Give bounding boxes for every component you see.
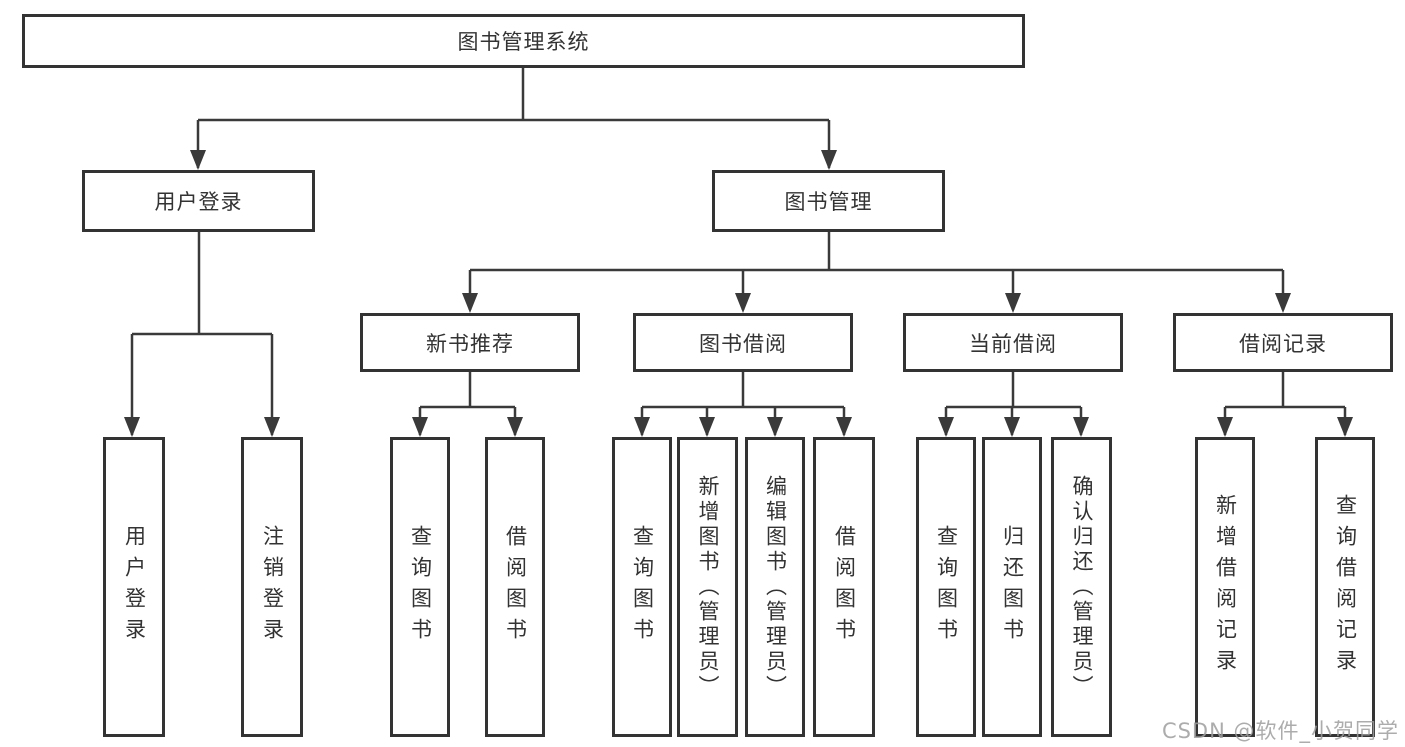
leaf-logout: 注销登录 <box>241 437 303 737</box>
arrow-down-icon <box>767 417 783 437</box>
arrow-down-icon <box>190 150 206 170</box>
leaf-query-books: 查询图书 <box>390 437 450 737</box>
leaf-borrow-books: 借阅图书 <box>485 437 545 737</box>
arrow-down-icon <box>1217 417 1233 437</box>
csdn-watermark: CSDN @软件_小贺同学 <box>1161 719 1399 743</box>
leaf-borrow-books: 借阅图书 <box>813 437 875 737</box>
node-label: 借阅记录 <box>1239 331 1327 356</box>
leaf-add-books-admin: 新增图书（管理员） <box>677 437 738 737</box>
node-label: 新增图书（管理员） <box>696 474 720 700</box>
node-book-borrowing: 图书借阅 <box>633 313 853 372</box>
arrow-down-icon <box>699 417 715 437</box>
node-root-system: 图书管理系统 <box>22 14 1025 68</box>
node-label: 查询图书 <box>408 525 433 649</box>
bookmgmt-to-sections-connector <box>468 232 1285 310</box>
arrow-down-icon <box>507 417 523 437</box>
node-borrow-records: 借阅记录 <box>1173 313 1393 372</box>
borrow-to-leaves-connector <box>640 372 846 435</box>
node-label: 图书管理 <box>784 190 873 214</box>
arrow-down-icon <box>938 417 954 437</box>
leaf-query-books: 查询图书 <box>612 437 672 737</box>
leaf-add-borrow-record: 新增借阅记录 <box>1195 437 1255 737</box>
node-label: 查询借阅记录 <box>1333 494 1358 680</box>
arrow-down-icon <box>124 417 140 437</box>
newbooks-to-leaves-connector <box>418 372 517 435</box>
leaf-query-books: 查询图书 <box>916 437 976 737</box>
node-book-management: 图书管理 <box>712 170 945 232</box>
arrow-down-icon <box>412 417 428 437</box>
leaf-edit-books-admin: 编辑图书（管理员） <box>745 437 805 737</box>
node-label: 编辑图书（管理员） <box>763 474 788 700</box>
arrow-down-icon <box>1275 293 1291 313</box>
leaf-user-login: 用户登录 <box>103 437 165 737</box>
node-label: 查询图书 <box>630 525 655 649</box>
node-label: 借阅图书 <box>503 525 528 649</box>
arrow-down-icon <box>634 417 650 437</box>
leaf-query-borrow-record: 查询借阅记录 <box>1315 437 1375 737</box>
node-label: 借阅图书 <box>832 525 857 649</box>
arrow-down-icon <box>821 150 837 170</box>
arrow-down-icon <box>1005 293 1021 313</box>
node-label: 新书推荐 <box>426 331 514 356</box>
node-label: 注销登录 <box>260 525 285 649</box>
node-label: 查询图书 <box>934 525 959 649</box>
arrow-down-icon <box>462 293 478 313</box>
leaf-return-books: 归还图书 <box>982 437 1042 737</box>
node-label: 当前借阅 <box>969 331 1057 356</box>
arrowheads <box>124 150 1353 437</box>
node-label: 用户登录 <box>154 190 243 214</box>
leaf-confirm-return-admin: 确认归还（管理员） <box>1051 437 1112 737</box>
arrow-down-icon <box>836 417 852 437</box>
node-user-login: 用户登录 <box>82 170 315 232</box>
arrow-down-icon <box>1073 417 1089 437</box>
node-label: 归还图书 <box>1000 525 1025 649</box>
arrow-down-icon <box>1337 417 1353 437</box>
node-label: 图书管理系统 <box>457 30 590 54</box>
node-label: 确认归还（管理员） <box>1070 474 1094 700</box>
node-label: 图书借阅 <box>699 331 787 356</box>
arrow-down-icon <box>264 417 280 437</box>
userlogin-to-leaves-connector <box>130 232 274 435</box>
node-label: 用户登录 <box>122 525 147 649</box>
arrow-down-icon <box>1004 417 1020 437</box>
node-current-borrowing: 当前借阅 <box>903 313 1123 372</box>
node-new-book-recommend: 新书推荐 <box>360 313 580 372</box>
records-to-leaves-connector <box>1223 372 1347 435</box>
node-label: 新增借阅记录 <box>1213 494 1238 680</box>
root-to-level2-connector <box>196 68 831 168</box>
arrow-down-icon <box>735 293 751 313</box>
